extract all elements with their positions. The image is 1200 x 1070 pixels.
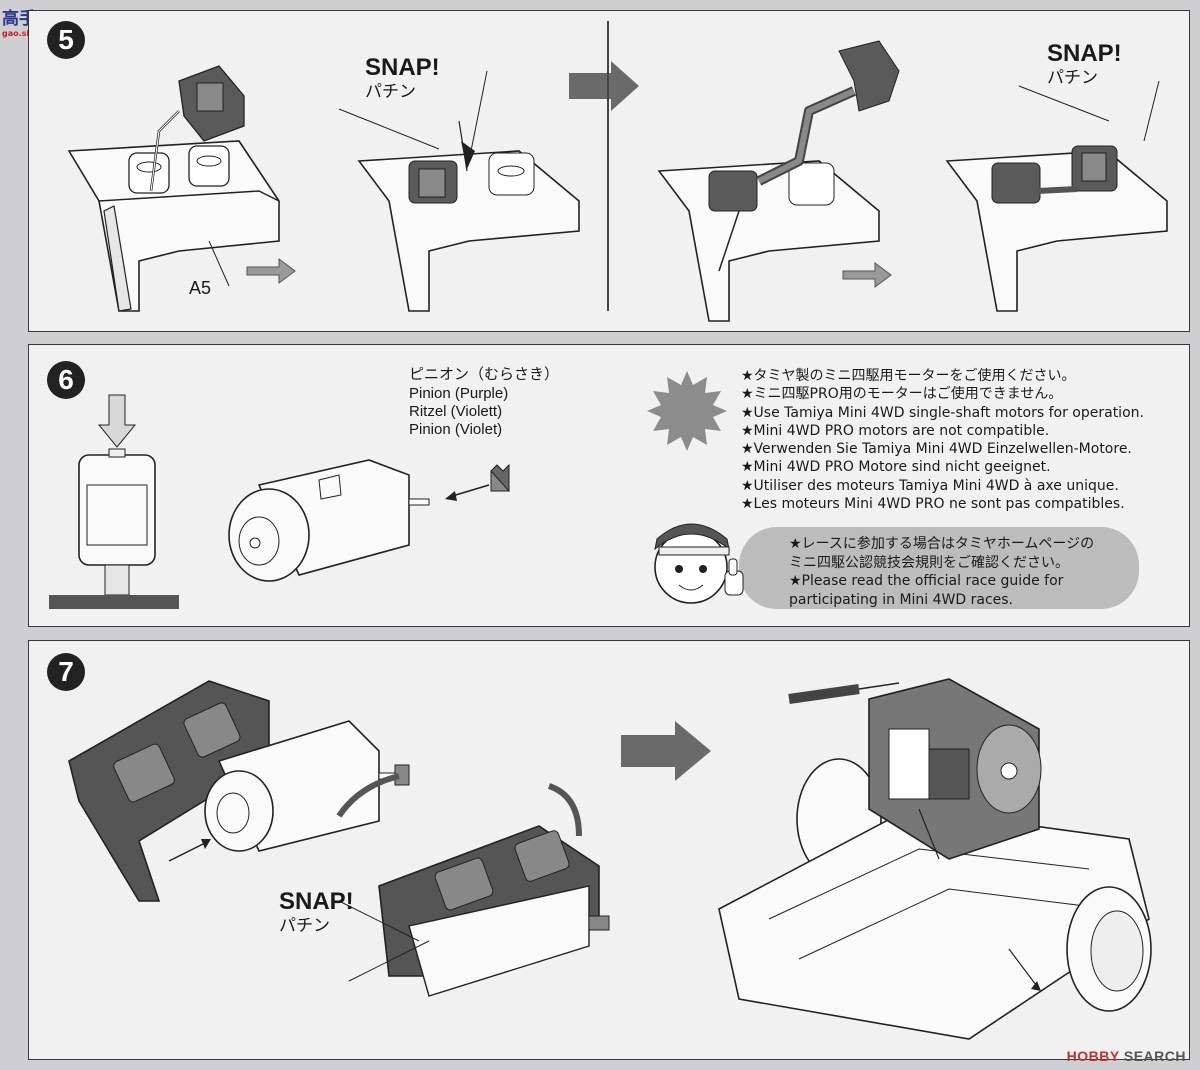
big-right-arrow-icon <box>621 721 711 781</box>
mascot-thumbs-up-icon <box>654 523 744 604</box>
race-guide-note: ★レースに参加する場合はタミヤホームページの ミニ四駆公認競技会規則をご確認くだ… <box>789 535 1094 609</box>
pinion-label-fr: Pinion (Violet) <box>409 421 503 438</box>
note-line: ★Utiliser des moteurs Tamiya Mini 4WD à … <box>741 477 1119 494</box>
race-note-line: ★Please read the official race guide for <box>789 573 1064 589</box>
small-arrow-icon <box>842 262 892 288</box>
leader-line <box>1018 80 1160 142</box>
note-line: ★Les moteurs Mini 4WD PRO ne sont pas co… <box>741 496 1125 513</box>
small-arrow-icon <box>246 258 296 284</box>
leader-line <box>338 70 488 152</box>
motor-bracket-snapped-illustration <box>336 773 610 997</box>
snap-label-step7: SNAP! パチン <box>279 888 354 937</box>
motor-bracket-exploded-illustration <box>68 680 410 902</box>
step-7-panel: 7 SNAP! パチン <box>28 640 1190 1060</box>
note-line: ★タミヤ製のミニ四駆用モーターをご使用ください。 <box>741 368 1076 384</box>
step-number-7: 7 <box>47 653 85 691</box>
starburst-icon <box>647 371 727 451</box>
race-note-line: participating in Mini 4WD races. <box>789 591 1014 608</box>
race-note-line: ★レースに参加する場合はタミヤホームページの <box>789 536 1095 552</box>
pinion-label-jp: ピニオン（むらさき） <box>409 365 560 383</box>
note-line: ★Verwenden Sie Tamiya Mini 4WD Einzelwel… <box>741 441 1132 458</box>
snap-label-step5b: SNAP! パチン <box>1047 40 1122 89</box>
pinion-label-en: Pinion (Purple) <box>409 385 509 402</box>
pinion-label-de: Ritzel (Violett) <box>409 403 503 420</box>
note-line: ★Use Tamiya Mini 4WD single-shaft motors… <box>741 404 1144 421</box>
race-note-bubble <box>739 527 1139 609</box>
chassis-terminal-illustration-3 <box>657 40 900 322</box>
step-number-6: 6 <box>47 361 85 399</box>
watermark-logo-right: HOBBY SEARCH <box>1066 1048 1186 1064</box>
note-line: ★ミニ四駆PRO用のモーターはご使用できません。 <box>741 386 1063 403</box>
chassis-terminal-illustration-1 <box>67 65 280 312</box>
motor-pinion-illustration <box>228 459 510 582</box>
chassis-terminal-illustration-4 <box>945 145 1168 312</box>
step-5-panel: 5 A5 SNAP! パチン <box>28 10 1190 332</box>
note-line: ★Mini 4WD PRO Motore sind nicht geeignet… <box>741 459 1051 476</box>
race-note-line: ミニ四駆公認競技会規則をご確認ください。 <box>789 554 1069 571</box>
vertical-divider <box>607 21 609 311</box>
step-6-panel: 6 ピニオン（むらさき） Pinion (Purple) Ritzel (Vio… <box>28 344 1190 627</box>
big-right-arrow-icon <box>569 61 639 111</box>
chassis-terminal-illustration-2 <box>357 120 580 312</box>
note-line: ★Mini 4WD PRO motors are not compatible. <box>741 422 1050 439</box>
motor-press-illustration <box>49 394 179 609</box>
step-number-5: 5 <box>47 21 85 59</box>
snap-label-step5a: SNAP! パチン <box>365 54 440 103</box>
part-label-a5: A5 <box>189 278 212 298</box>
chassis-motor-installed-illustration <box>718 678 1152 1040</box>
leader-line <box>338 900 430 982</box>
motor-compatibility-notes: ★タミヤ製のミニ四駆用モーターをご使用ください。 ★ミニ四駆PRO用のモーターは… <box>741 367 1144 513</box>
